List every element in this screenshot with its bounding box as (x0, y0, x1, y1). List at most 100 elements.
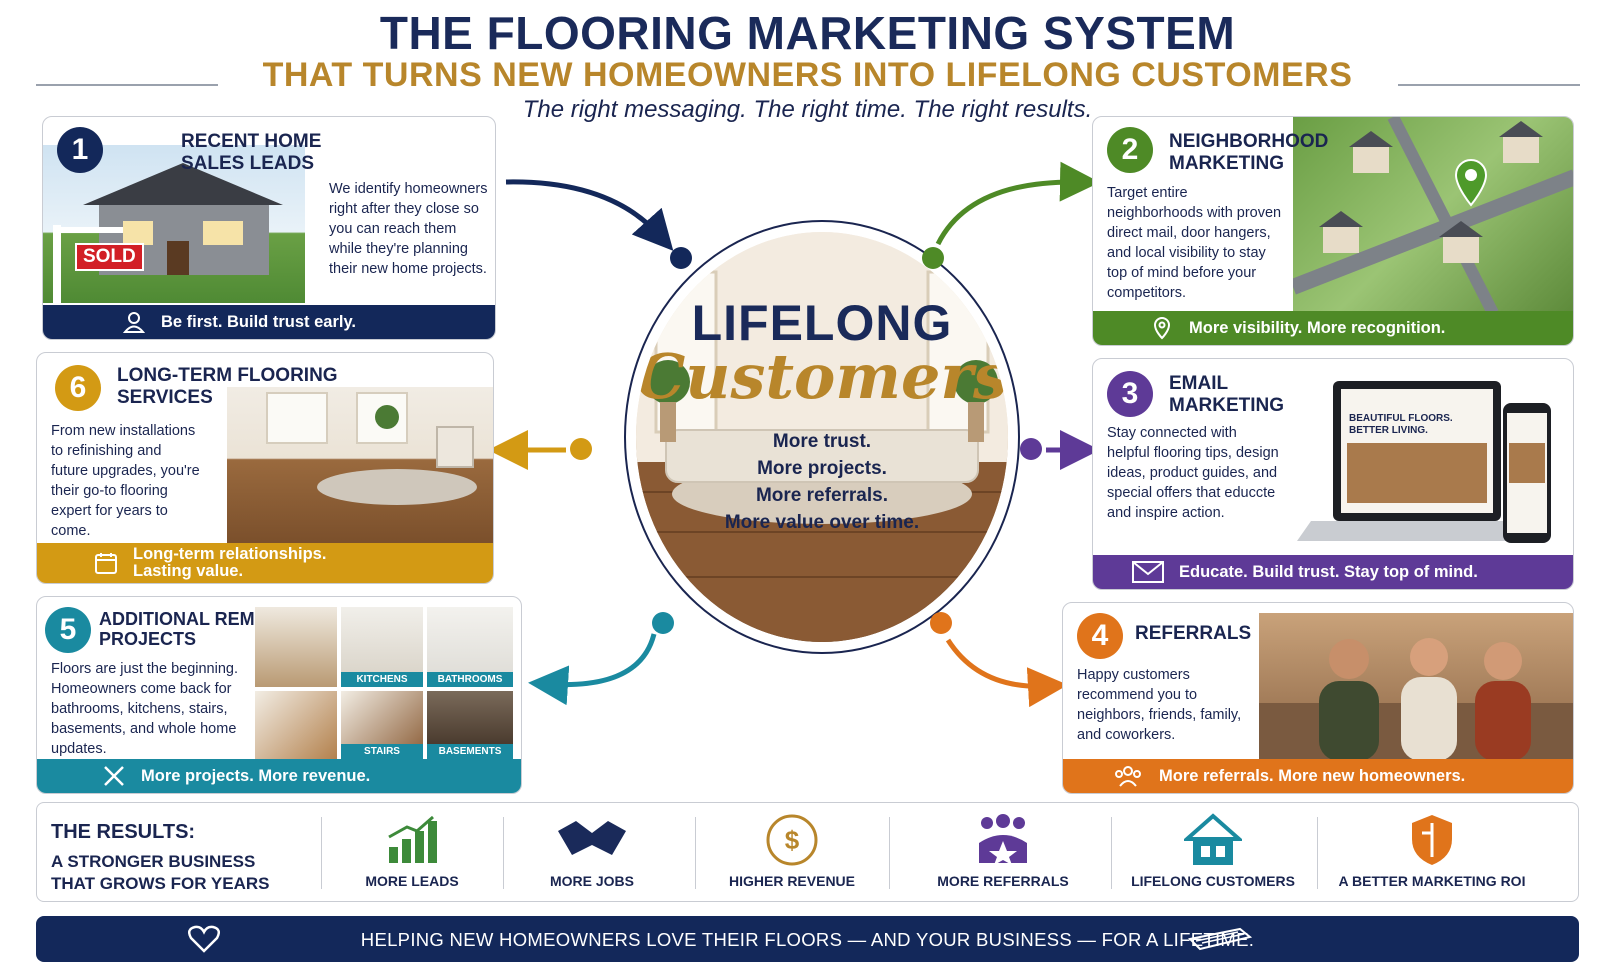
card-1-title-line2: SALES LEADS (181, 153, 315, 174)
card-4-bar: More referrals. More new homeowners. (1063, 759, 1573, 793)
happy-customers-image (1259, 613, 1573, 761)
results-separator (1317, 817, 1318, 889)
results-separator (1111, 817, 1112, 889)
bathroom-tile: BATHROOMS (427, 607, 513, 687)
benefit-item: More projects. (757, 458, 887, 479)
results-subheading: A STRONGER BUSINESS THAT GROWS FOR YEARS (51, 852, 270, 893)
result-higher-revenue: $ HIGHER REVENUE (707, 813, 877, 893)
neighborhood-aerial-image (1293, 117, 1573, 313)
card-3-title-line1: EMAIL (1169, 373, 1229, 394)
card-long-term-flooring: 6 LONG-TERM FLOORING SERVICES From new i… (36, 352, 494, 584)
card-1-title-line1: RECENT HOME (181, 131, 322, 152)
ring-dot-3 (1020, 438, 1042, 460)
basement-tile: BASEMENTS (427, 691, 513, 759)
center-ring (624, 220, 1020, 654)
card-6-bar-text: Long-term relationships. Lasting value. (133, 546, 326, 580)
kitchen-tile (255, 607, 337, 687)
tile-label-stairs: STAIRS (341, 744, 423, 759)
tile-label-kitchens: KITCHENS (341, 672, 423, 687)
ring-dot-1 (670, 247, 692, 269)
card-neighborhood-marketing: 2 NEIGHBORHOOD MARKETING Target entire n… (1092, 116, 1574, 346)
card-3-title: EMAIL MARKETING (1169, 373, 1284, 417)
card-1-bar-text: Be first. Build trust early. (161, 312, 356, 331)
laptop-phone-image: BEAUTIFUL FLOORS. BETTER LIVING. (1281, 373, 1571, 549)
kitchen-tile-2: KITCHENS (341, 607, 423, 687)
shield-icon (1329, 813, 1535, 867)
bar-chart-icon (337, 813, 487, 867)
card-email-marketing: BEAUTIFUL FLOORS. BETTER LIVING. 3 EMAIL… (1092, 358, 1574, 590)
result-label: A BETTER MARKETING ROI (1338, 873, 1526, 889)
step-number-2: 2 (1107, 127, 1153, 173)
benefit-item: More referrals. (755, 485, 888, 506)
people-icon (903, 813, 1103, 867)
results-separator (889, 817, 890, 889)
card-2-body: Target entire neighborhoods with proven … (1107, 185, 1282, 301)
card-3-bar-text: Educate. Build trust. Stay top of mind. (1179, 562, 1478, 581)
living-room-illustration (636, 232, 1008, 642)
neighborhood-illustration (1293, 117, 1573, 313)
divider-right (1398, 84, 1580, 86)
step-number-3: 3 (1107, 371, 1153, 417)
card-1-body: We identify homeowners right after they … (329, 181, 488, 277)
footer-banner: HELPING NEW HOMEOWNERS LOVE THEIR FLOORS… (36, 916, 1579, 962)
result-lifelong-customers: LIFELONG CUSTOMERS (1125, 813, 1301, 893)
card-2-title: NEIGHBORHOOD MARKETING (1169, 131, 1328, 175)
location-pin-icon (1149, 315, 1175, 341)
person-icon (121, 309, 147, 335)
house-icon (1125, 813, 1301, 867)
card-2-title-line1: NEIGHBORHOOD (1169, 131, 1329, 152)
card-6-bar-line2: Lasting value. (133, 562, 244, 580)
ring-dot-4 (930, 612, 952, 634)
card-6-title: LONG-TERM FLOORING SERVICES (117, 365, 338, 409)
people-illustration (1259, 638, 1573, 761)
card-4-bar-text: More referrals. More new homeowners. (1159, 766, 1466, 785)
step-number-4: 4 (1077, 613, 1123, 659)
result-label: HIGHER REVENUE (728, 873, 856, 889)
results-separator (503, 817, 504, 889)
step-number-5: 5 (45, 607, 91, 653)
card-6-title-line2: SERVICES (117, 387, 213, 408)
results-heading: THE RESULTS: (51, 821, 196, 843)
stairs-tile (255, 691, 337, 759)
card-5-title-line2: PROJECTS (99, 629, 197, 649)
stairs-tile-2: STAIRS (341, 691, 423, 759)
step-number-6: 6 (55, 365, 101, 411)
laptop-text-line2: BETTER LIVING. (1349, 425, 1428, 436)
ring-dot-5 (652, 612, 674, 634)
tile-label-basements: BASEMENTS (427, 744, 513, 759)
card-1-bar: Be first. Build trust early. (43, 305, 495, 339)
page-title: THE FLOORING MARKETING SYSTEM (379, 7, 1236, 59)
flooring-room-image (227, 387, 493, 545)
card-6-body: From new installations to refinishing an… (51, 423, 200, 539)
tile-label-bathrooms: BATHROOMS (427, 672, 513, 687)
heart-icon (187, 925, 221, 958)
card-6-bar: Long-term relationships. Lasting value. (37, 543, 493, 583)
result-more-leads: MORE LEADS (337, 813, 487, 893)
arrow-5 (528, 633, 657, 706)
card-remodeling-projects: 5 ADDITIONAL REMODELING PROJECTS Floors … (36, 596, 522, 794)
card-3-title-line2: MARKETING (1169, 395, 1285, 416)
card-3-bar: Educate. Build trust. Stay top of mind. (1093, 555, 1573, 589)
divider-left (36, 84, 218, 86)
card-2-bar: More visibility. More recognition. (1093, 311, 1573, 345)
results-separator (321, 817, 322, 889)
result-more-referrals: MORE REFERRALS (903, 813, 1103, 893)
card-1-title: RECENT HOME SALES LEADS (181, 131, 321, 175)
result-label: MORE JOBS (549, 873, 634, 889)
ring-dot-2 (922, 247, 944, 269)
dollar-icon: $ (707, 813, 877, 867)
card-recent-home-sales: SOLD 1 RECENT HOME SALES LEADS We identi… (42, 116, 496, 340)
card-5-body: Floors are just the beginning. Homeowner… (51, 661, 238, 757)
sold-sign: SOLD (75, 243, 144, 271)
result-better-roi: A BETTER MARKETING ROI (1329, 813, 1535, 893)
svg-text:$: $ (785, 825, 800, 855)
calendar-icon (93, 550, 119, 576)
card-referrals: 4 REFERRALS Happy customers recommend yo… (1062, 602, 1574, 794)
laptop-text-line1: BEAUTIFUL FLOORS. (1349, 413, 1453, 424)
laptop-screen-text: BEAUTIFUL FLOORS. BETTER LIVING. (1349, 413, 1453, 437)
benefit-item: More value over time. (724, 512, 920, 533)
card-2-bar-text: More visibility. More recognition. (1189, 318, 1446, 337)
card-6-bar-line1: Long-term relationships. (133, 545, 327, 563)
step-number-1: 1 (57, 127, 103, 173)
